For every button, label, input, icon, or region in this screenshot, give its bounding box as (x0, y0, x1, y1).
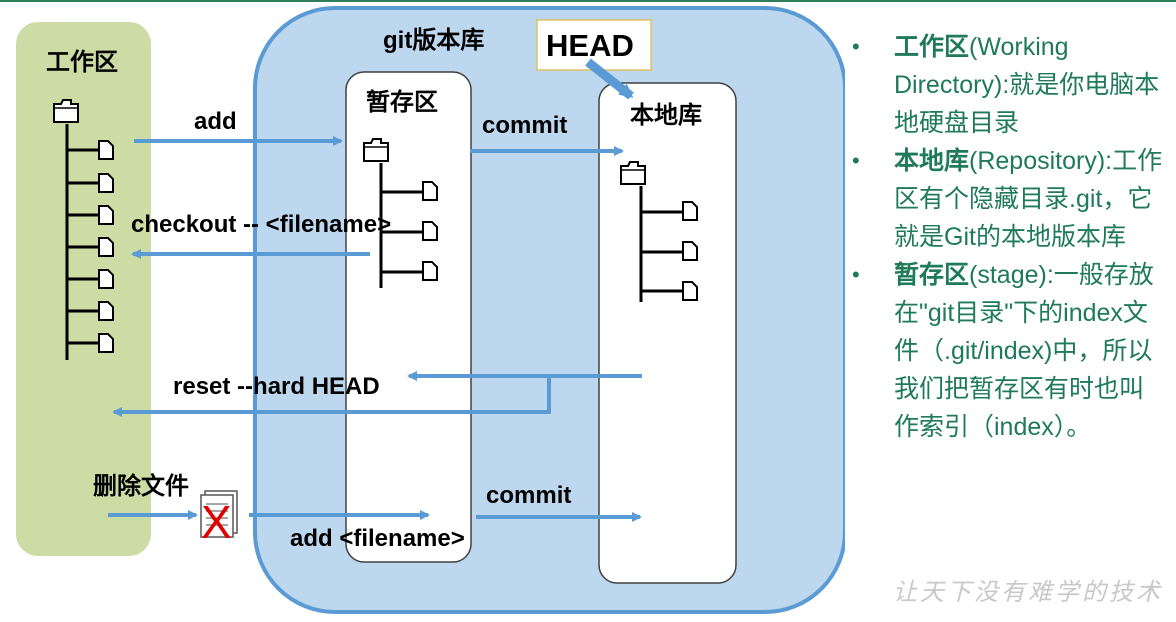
local-repository-box: 本地库 (598, 82, 737, 584)
note-stage: 暂存区(stage):一般存放在"git目录"下的index文件（.git/in… (852, 256, 1168, 446)
git-repository-label: git版本库 (383, 27, 484, 54)
working-directory-label: 工作区 (46, 49, 118, 76)
note-term: 本地库 (894, 147, 970, 175)
commit-label-top: commit (482, 112, 567, 139)
local-repository-tree-icon (620, 161, 698, 302)
working-directory-panel: 工作区 (16, 22, 151, 556)
reset-arrow: reset --hard HEAD (112, 371, 642, 417)
commit-arrow-top: commit (470, 112, 624, 156)
note-repository: 本地库(Repository):工作区有个隐藏目录.git，它就是Git的本地版… (852, 142, 1168, 256)
add-arrow: add (134, 108, 343, 146)
watermark: 让天下没有难学的技术 (893, 578, 1163, 606)
deleted-document-icon (200, 490, 238, 538)
head-pointer: HEAD (536, 19, 652, 100)
notes-list: 工作区(Working Directory):就是你电脑本地硬盘目录 本地库(R… (852, 28, 1168, 446)
git-repository-container: git版本库 (253, 6, 845, 614)
stage-area-box: 暂存区 (345, 71, 472, 563)
reset-label: reset --hard HEAD (173, 373, 380, 400)
note-working-directory: 工作区(Working Directory):就是你电脑本地硬盘目录 (852, 28, 1168, 142)
top-border (0, 0, 1176, 2)
commit-label-bottom: commit (486, 482, 571, 509)
stage-area-label: 暂存区 (366, 88, 438, 116)
note-text: (stage):一般存放在"git目录"下的index文件（.git/index… (894, 261, 1154, 441)
head-label: HEAD (546, 28, 634, 63)
local-repository-label: 本地库 (630, 102, 702, 129)
note-text: (Repository):工作区有个隐藏目录.git，它就是Git的本地版本库 (894, 147, 1163, 251)
checkout-arrow: checkout -- <filename> (131, 211, 391, 259)
note-term: 暂存区 (894, 261, 970, 289)
working-directory-tree-icon (53, 99, 114, 360)
delete-x-icon: X (201, 496, 232, 548)
stage-tree-icon (363, 138, 438, 288)
checkout-label: checkout -- <filename> (131, 211, 391, 238)
note-text: (Working Directory):就是你电脑本地硬盘目录 (894, 33, 1160, 137)
head-arrow (585, 58, 634, 100)
commit-arrow-bottom: commit (476, 482, 642, 522)
add-label: add (194, 108, 237, 135)
note-term: 工作区 (894, 33, 970, 61)
add-filename-label: add <filename> (290, 525, 465, 552)
git-workflow-diagram: 工作区 git版本库 暂存区 (16, 6, 845, 614)
delete-file-label: 删除文件 (93, 472, 189, 500)
delete-file-flow: 删除文件 X add <filename> (93, 472, 465, 552)
